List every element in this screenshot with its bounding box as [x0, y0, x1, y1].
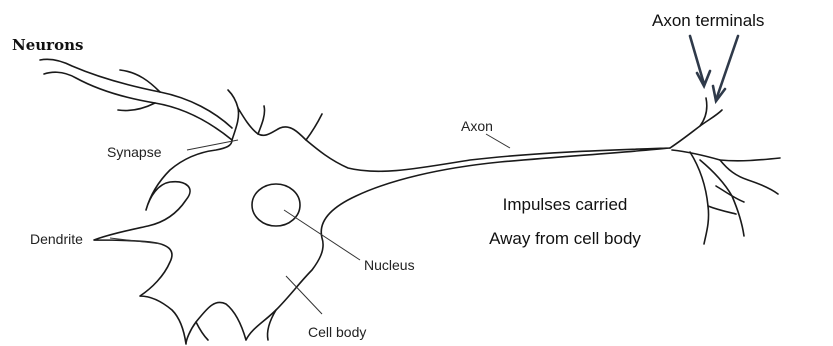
caption-line-2: Away from cell body [489, 229, 641, 248]
dendrite-label: Dendrite [30, 231, 83, 247]
dendrite-upper-left [40, 59, 232, 140]
nucleus-label: Nucleus [364, 257, 415, 273]
axon-terminal-branches [670, 98, 780, 244]
cell-body-outline [94, 108, 670, 344]
axon-terminals-label: Axon terminals [652, 11, 764, 30]
nucleus-shape [252, 184, 300, 226]
cell-body-label: Cell body [308, 324, 366, 340]
axon-label: Axon [461, 118, 493, 134]
axon-terminals-arrows [690, 36, 738, 101]
axon-leader [486, 134, 510, 148]
caption-line-1: Impulses carried [503, 195, 628, 214]
cell-body-leader [286, 276, 322, 314]
diagram-title: Neurons [12, 36, 83, 54]
synapse-label: Synapse [107, 144, 162, 160]
